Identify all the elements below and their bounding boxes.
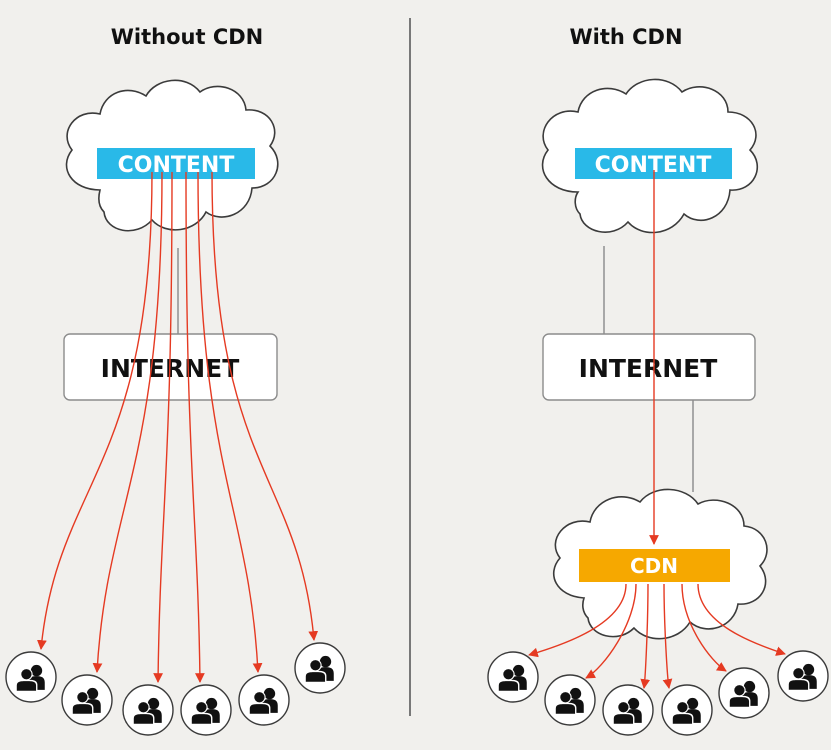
user-group — [777, 650, 829, 702]
user-group — [122, 684, 174, 736]
panel-title-with-cdn: With CDN — [569, 25, 682, 49]
panel-title-without-cdn: Without CDN — [111, 25, 264, 49]
user-group — [180, 684, 232, 736]
content-to-user-arrow — [211, 171, 319, 641]
content-label: CONTENT — [118, 153, 235, 178]
content-to-user-arrow — [153, 171, 173, 683]
cdn-box — [579, 549, 730, 582]
cdn-to-user-arrow — [662, 583, 673, 689]
users-without-cdn — [5, 642, 346, 736]
content-box — [97, 148, 255, 179]
cdn-to-user-arrow — [640, 583, 651, 689]
flow-arrows-with-cdn — [528, 583, 786, 689]
content-label: CONTENT — [595, 153, 712, 178]
content-to-user-arrow — [92, 171, 163, 673]
cdn-to-user-arrow — [528, 583, 627, 658]
internet-box — [542, 333, 756, 401]
user-group — [238, 674, 290, 726]
user-group — [487, 651, 539, 703]
cdn-to-user-arrow — [681, 583, 727, 672]
panel-with-cdn: With CDN CONTENT INTERNET CDN — [487, 25, 829, 736]
content-to-user-arrow — [197, 171, 263, 673]
user-group — [61, 674, 113, 726]
cdn-label: CDN — [630, 554, 678, 578]
user-group — [544, 674, 596, 726]
user-group — [661, 684, 713, 736]
cdn-to-user-arrow — [585, 583, 637, 679]
user-group — [718, 667, 770, 719]
flow-arrows-without-cdn — [36, 171, 319, 683]
user-group — [5, 651, 57, 703]
internet-label: INTERNET — [579, 354, 718, 383]
user-group — [294, 642, 346, 694]
content-to-user-arrow — [36, 171, 153, 650]
user-group — [602, 684, 654, 736]
panel-without-cdn: Without CDN CONTENT INTERNET — [5, 25, 346, 736]
users-with-cdn — [487, 650, 829, 736]
content-to-user-arrow — [185, 171, 205, 683]
cdn-to-user-arrow — [697, 583, 786, 656]
